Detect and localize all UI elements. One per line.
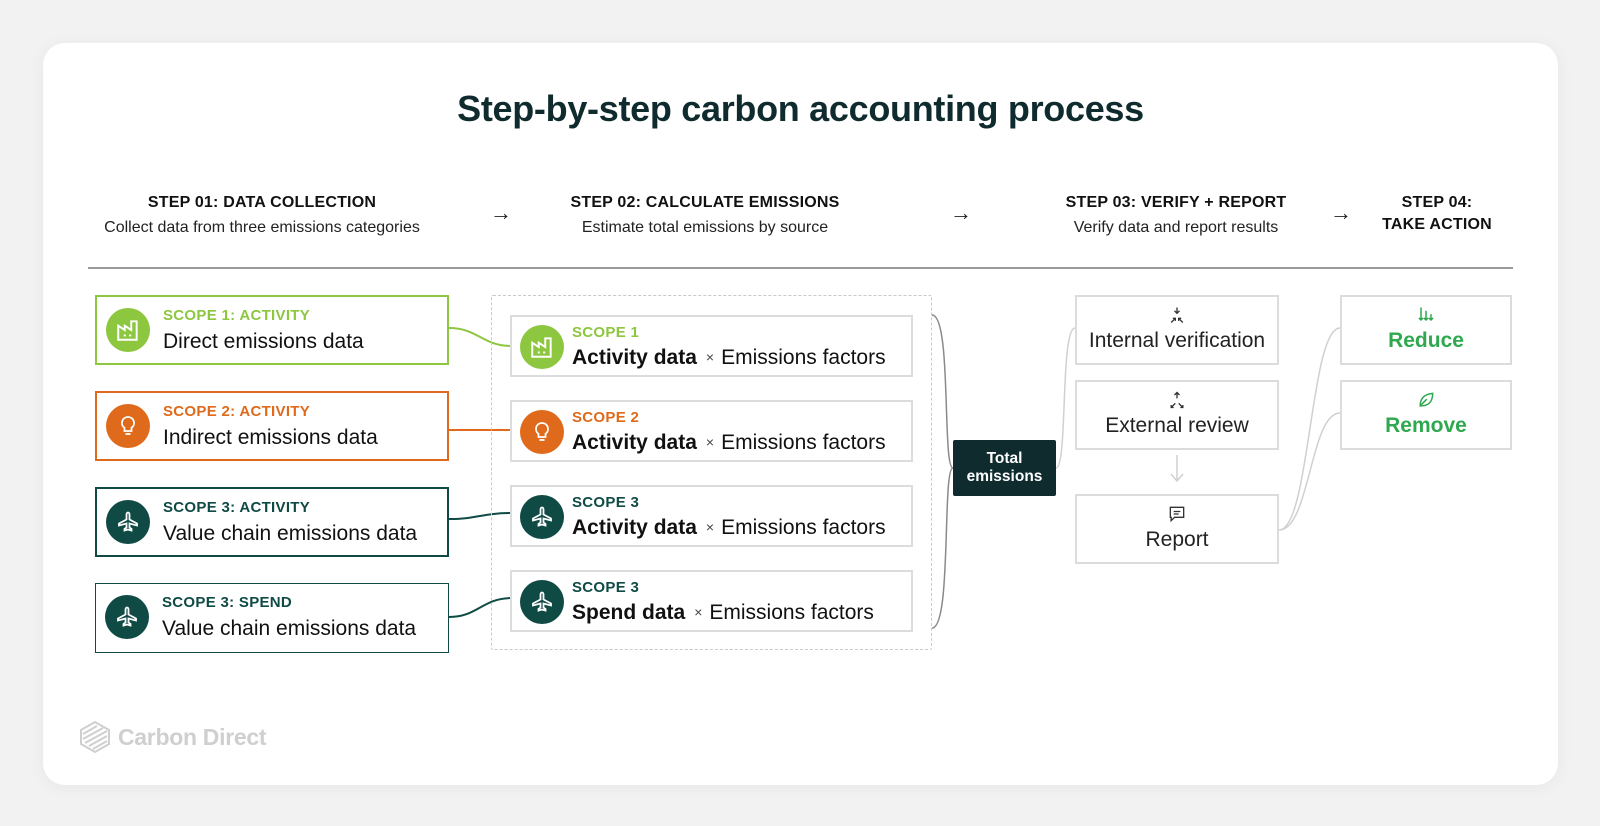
- calc-box-scope3-activity: SCOPE 3 Activity data × Emissions factors: [510, 485, 913, 547]
- calc-factor: Emissions factors: [721, 431, 886, 454]
- step-01-header: STEP 01: DATA COLLECTION Collect data fr…: [80, 192, 444, 237]
- calc-label: SCOPE 1: [572, 324, 640, 341]
- verify-text: Internal verification: [1088, 329, 1266, 352]
- times-symbol: ×: [705, 519, 715, 535]
- step-04-title-line2: TAKE ACTION: [1382, 216, 1492, 233]
- step-03-header: STEP 03: VERIFY + REPORT Verify data and…: [1050, 192, 1302, 237]
- action-text: Remove: [1385, 414, 1467, 437]
- step-arrow-2: →: [950, 200, 972, 225]
- lightbulb-icon: [106, 404, 150, 448]
- source-box-scope2: SCOPE 2: ACTIVITY Indirect emissions dat…: [95, 391, 449, 461]
- carbon-direct-logo-icon: [80, 720, 110, 754]
- step-arrow-3: →: [1330, 200, 1352, 225]
- calc-box-scope3-spend: SCOPE 3 Spend data × Emissions factors: [510, 570, 913, 632]
- leaf-icon: [1419, 392, 1434, 407]
- step-01-title: STEP 01: DATA COLLECTION: [147, 194, 377, 211]
- step-01-subtitle: Collect data from three emissions catego…: [104, 219, 420, 236]
- calc-label: SCOPE 2: [572, 409, 640, 426]
- source-box-scope1: SCOPE 1: ACTIVITY Direct emissions data: [95, 295, 449, 365]
- step-02-title: STEP 02: CALCULATE EMISSIONS: [570, 194, 840, 211]
- total-line2: emissions: [966, 468, 1043, 485]
- calc-factor: Emissions factors: [721, 516, 886, 539]
- source-label: SCOPE 3: ACTIVITY: [163, 499, 311, 516]
- step-02-subtitle: Estimate total emissions by source: [581, 219, 829, 236]
- times-symbol: ×: [694, 604, 703, 620]
- total-line1: Total: [986, 450, 1023, 467]
- total-emissions-box: Total emissions: [953, 440, 1056, 496]
- reduce-box: Reduce: [1340, 295, 1512, 365]
- action-text: Reduce: [1388, 329, 1464, 352]
- report-box: Report: [1075, 494, 1279, 564]
- calc-label: SCOPE 3: [572, 579, 640, 596]
- external-review-box: External review: [1075, 380, 1279, 450]
- calc-factor: Emissions factors: [721, 346, 886, 369]
- verify-text: External review: [1105, 414, 1249, 437]
- step-arrow-1: →: [490, 200, 512, 225]
- step-03-subtitle: Verify data and report results: [1073, 219, 1279, 236]
- step-04-header: STEP 04: TAKE ACTION: [1362, 192, 1512, 236]
- calc-data: Activity data: [572, 516, 697, 539]
- times-symbol: ×: [705, 349, 715, 365]
- lightbulb-icon: [520, 410, 564, 454]
- header-divider: [88, 267, 1513, 269]
- airplane-icon: [520, 495, 564, 539]
- brand-name: Carbon Direct: [118, 723, 267, 750]
- calc-data: Activity data: [572, 431, 697, 454]
- calc-formula: Spend data × Emissions factors: [572, 601, 874, 625]
- brand-logo: Carbon Direct: [79, 720, 266, 754]
- source-box-scope3-spend: SCOPE 3: SPEND Value chain emissions dat…: [95, 583, 449, 653]
- factory-icon: [520, 325, 564, 369]
- source-label: SCOPE 3: SPEND: [162, 594, 293, 611]
- source-text: Direct emissions data: [163, 330, 364, 353]
- times-symbol: ×: [705, 434, 715, 450]
- calc-label: SCOPE 3: [572, 494, 640, 511]
- source-text: Value chain emissions data: [163, 522, 418, 545]
- converge-arrows-icon: [1170, 307, 1184, 323]
- source-text: Indirect emissions data: [163, 426, 378, 449]
- expand-arrows-icon: [1170, 391, 1184, 409]
- message-icon: [1169, 506, 1185, 523]
- source-text: Value chain emissions data: [162, 617, 417, 640]
- source-label: SCOPE 2: ACTIVITY: [163, 403, 311, 420]
- calc-factor: Emissions factors: [709, 601, 874, 624]
- step-04-title-line1: STEP 04:: [1401, 194, 1473, 211]
- airplane-icon: [520, 580, 564, 624]
- calc-formula: Activity data × Emissions factors: [572, 516, 886, 540]
- factory-icon: [106, 308, 150, 352]
- source-box-scope3-activity: SCOPE 3: ACTIVITY Value chain emissions …: [95, 487, 449, 557]
- airplane-icon: [105, 595, 149, 639]
- airplane-icon: [106, 500, 150, 544]
- page-title: Step-by-step carbon accounting process: [457, 88, 1144, 129]
- calc-formula: Activity data × Emissions factors: [572, 431, 886, 455]
- calc-box-scope1: SCOPE 1 Activity data × Emissions factors: [510, 315, 913, 377]
- step-02-header: STEP 02: CALCULATE EMISSIONS Estimate to…: [555, 192, 855, 237]
- calc-data: Spend data: [572, 601, 686, 624]
- calc-data: Activity data: [572, 346, 697, 369]
- source-label: SCOPE 1: ACTIVITY: [163, 307, 311, 324]
- internal-verification-box: Internal verification: [1075, 295, 1279, 365]
- calc-formula: Activity data × Emissions factors: [572, 346, 886, 370]
- verify-text: Report: [1145, 528, 1209, 551]
- calc-box-scope2: SCOPE 2 Activity data × Emissions factors: [510, 400, 913, 462]
- down-arrows-icon: [1418, 307, 1434, 322]
- step-03-title: STEP 03: VERIFY + REPORT: [1065, 194, 1287, 211]
- calculation-group: [491, 295, 932, 650]
- remove-box: Remove: [1340, 380, 1512, 450]
